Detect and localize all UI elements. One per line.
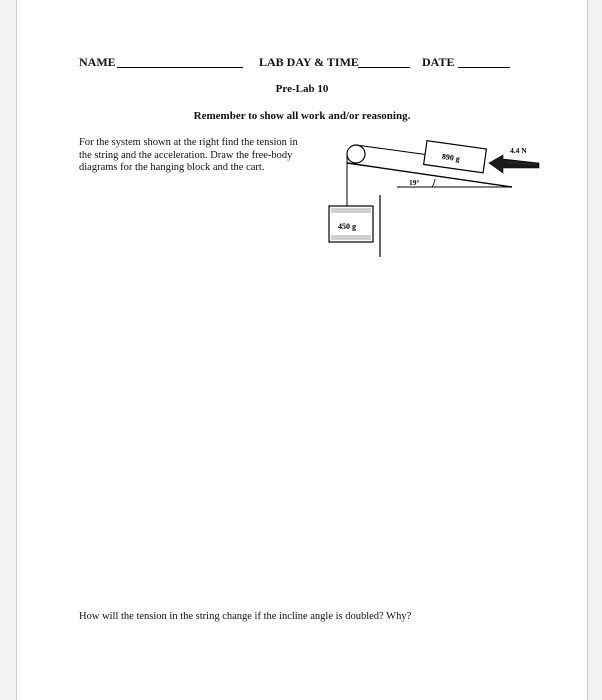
string-to-cart [355,144,430,156]
incline-pulley-diagram: 19° 890 g 4.4 N 450 g [328,139,540,257]
follow-up-question: How will the tension in the string chang… [79,611,412,622]
lab-day-time-label: LAB DAY & TIME [259,55,359,69]
cart-mass-label: 890 g [441,152,460,163]
angle-arc [431,178,436,188]
cart-block: 890 g [422,139,488,174]
name-blank [117,57,243,68]
reminder-text: Remember to show all work and/or reasoni… [193,110,411,122]
lab-day-time-blank [358,57,410,68]
force-label: 4.4 N [510,146,527,155]
hanging-mass-label: 450 g [338,222,356,231]
date-blank [458,57,510,68]
worksheet-page: NAME LAB DAY & TIME DATE Pre-Lab 10 Reme… [16,0,588,700]
pulley-icon [346,144,366,164]
name-label: NAME [79,55,116,69]
applied-force-arrow [488,154,540,174]
problem-text: For the system shown at the right find t… [79,137,298,173]
angle-label: 19° [409,178,420,187]
page-title: Pre-Lab 10 [275,83,329,95]
date-label: DATE [422,55,455,69]
hanging-block: 450 g [328,205,374,243]
incline-surface [346,162,513,188]
